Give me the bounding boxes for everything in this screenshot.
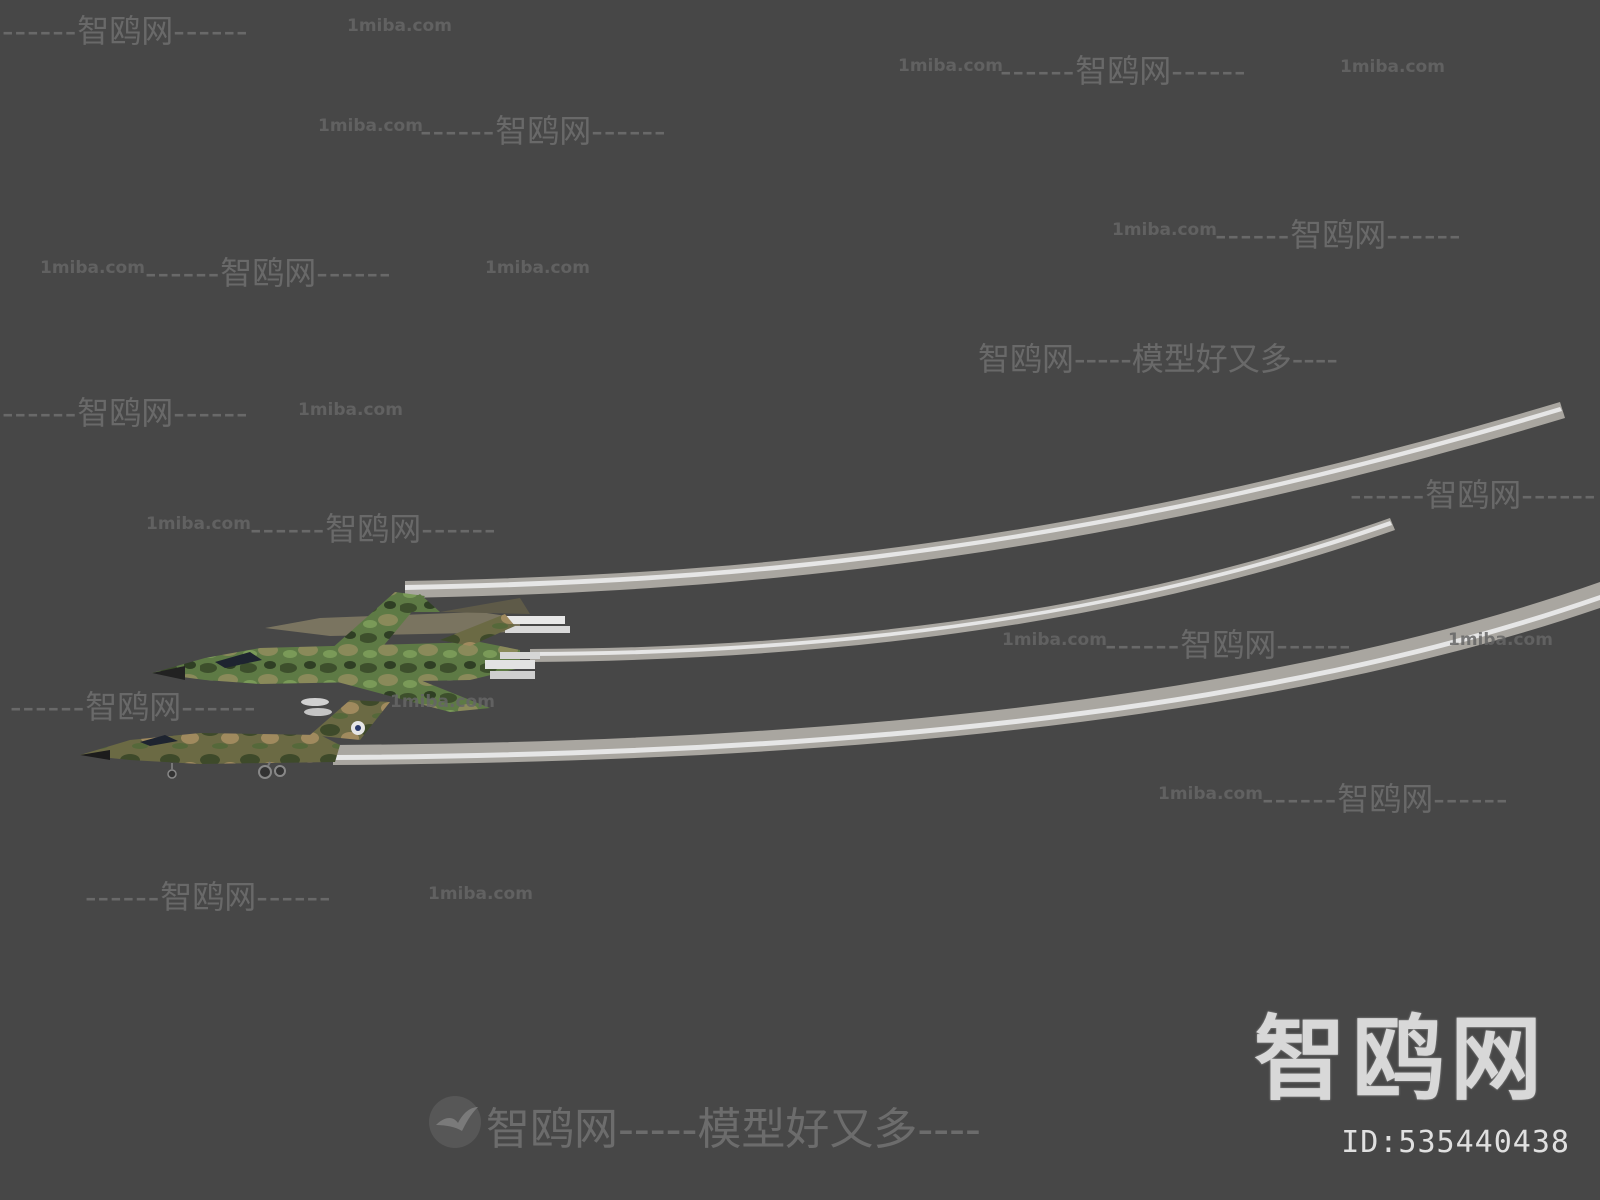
brand-logo: 智鸥网 (1253, 1006, 1548, 1113)
watermark-url: 1miba.com (1448, 630, 1553, 650)
watermark: ------智鸥网------ (250, 510, 497, 548)
jet-bottom (80, 700, 390, 779)
watermark: ------智鸥网------ (1000, 52, 1247, 90)
watermark-url: 1miba.com (485, 258, 590, 278)
watermark-url: 1miba.com (1112, 220, 1217, 240)
jet-middle (152, 592, 540, 716)
watermark: ------智鸥网------ (2, 394, 249, 432)
watermark-url: 1miba.com (428, 884, 533, 904)
watermark-url: 1miba.com (1002, 630, 1107, 650)
watermark: ------智鸥网------ (2, 12, 249, 50)
watermark-url: 1miba.com (298, 400, 403, 420)
watermark: ------智鸥网------ (10, 688, 257, 726)
watermark-url: 1miba.com (1340, 57, 1445, 77)
contrail-top (405, 402, 1565, 598)
footer-watermark-slogan: 智鸥网-----模型好又多---- (486, 1104, 981, 1155)
watermark: ------智鸥网------ (1350, 476, 1597, 514)
watermark: ------智鸥网------ (1105, 626, 1352, 664)
watermark-url: 1miba.com (347, 16, 452, 36)
bird-logo-icon (429, 1096, 481, 1148)
watermark-url: 1miba.com (40, 258, 145, 278)
watermark: ------智鸥网------ (420, 112, 667, 150)
image-id-label: ID:535440438 (1341, 1125, 1570, 1160)
watermark-slogan: 智鸥网-----模型好又多---- (978, 340, 1338, 378)
watermark: ------智鸥网------ (85, 878, 332, 916)
watermark-url: 1miba.com (390, 692, 495, 712)
watermark: ------智鸥网------ (1262, 780, 1509, 818)
watermark: ------智鸥网------ (1215, 216, 1462, 254)
watermark: ------智鸥网------ (145, 254, 392, 292)
watermark-url: 1miba.com (146, 514, 251, 534)
watermark-url: 1miba.com (1158, 784, 1263, 804)
contrail-bottom (333, 582, 1600, 765)
watermark-url: 1miba.com (318, 116, 423, 136)
watermark-url: 1miba.com (898, 56, 1003, 76)
